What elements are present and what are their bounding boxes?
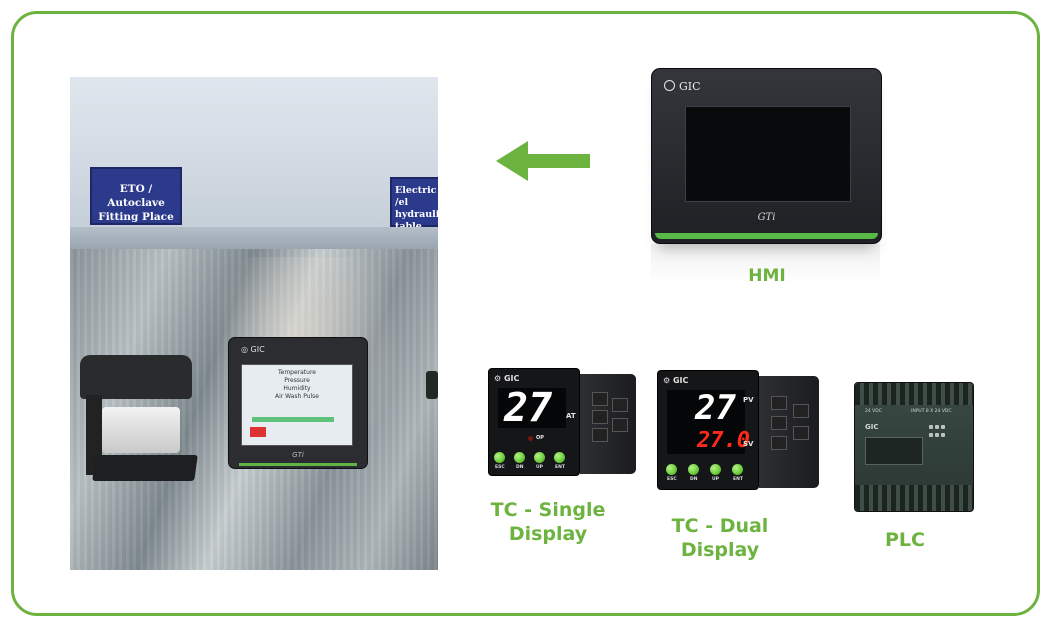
tc-single-op-led — [528, 436, 533, 441]
panel-printer — [80, 355, 198, 487]
installed-hmi-screen: Temperature Pressure Humidity Air Wash P… — [241, 364, 353, 446]
hmi-device: GIC GTi — [651, 68, 882, 244]
plc-display — [865, 437, 923, 465]
plc-logo: GIC — [865, 423, 879, 431]
tc-single-display — [498, 388, 566, 428]
tc-dual-esc-button[interactable] — [666, 464, 677, 475]
tc-single-dn-button[interactable] — [514, 452, 525, 463]
caption-tc-dual: TC - Dual Display — [671, 515, 769, 561]
sign-electric-hydraulic: Electric /el hydraulic table fitting — [390, 177, 438, 244]
tc-dual-logo: ⚙ GIC — [663, 376, 689, 385]
tc-single-device: ⚙ GIC 27 AT OP ESC DN UP ENT — [488, 368, 638, 480]
caption-plc: PLC — [885, 529, 925, 551]
installation-photo: ETO / Autoclave Fitting Place Electric /… — [70, 77, 438, 570]
tc-single-up-button[interactable] — [534, 452, 545, 463]
hmi-logo: GIC — [664, 80, 701, 93]
hmi-brand: GTi — [757, 212, 776, 223]
installed-hmi-logo: ◎ GIC — [241, 345, 265, 354]
tc-single-value: 27 — [504, 385, 553, 431]
hmi-screen — [685, 106, 851, 202]
tc-dual-display — [667, 390, 745, 454]
plc-device: 24 VDC INPUT 8 X 24 VDC GIC — [850, 376, 980, 512]
tc-dual-ent-button[interactable] — [732, 464, 743, 475]
tc-dual-device: ⚙ GIC 27 PV 27.0 SV ESC DN UP ENT — [657, 370, 821, 494]
tc-dual-dn-button[interactable] — [688, 464, 699, 475]
caption-tc-single: TC - Single Display — [490, 499, 606, 545]
tc-single-esc-button[interactable] — [494, 452, 505, 463]
tc-dual-pv-value: 27 — [695, 388, 736, 428]
sign-eto-autoclave: ETO / Autoclave Fitting Place — [90, 167, 182, 225]
panel-knob — [426, 371, 438, 399]
tc-dual-sv-value: 27.0 — [697, 428, 750, 453]
gic-logo-icon — [664, 80, 675, 91]
installed-hmi: ◎ GIC Temperature Pressure Humidity Air … — [228, 337, 368, 469]
arrow-left-icon — [496, 141, 590, 181]
tc-single-ent-button[interactable] — [554, 452, 565, 463]
tc-dual-up-button[interactable] — [710, 464, 721, 475]
caption-hmi: HMI — [748, 266, 786, 286]
hmi-green-strip — [655, 233, 878, 239]
photo-beam — [70, 227, 438, 249]
tc-single-logo: ⚙ GIC — [494, 374, 520, 383]
paper-roll — [102, 407, 180, 453]
